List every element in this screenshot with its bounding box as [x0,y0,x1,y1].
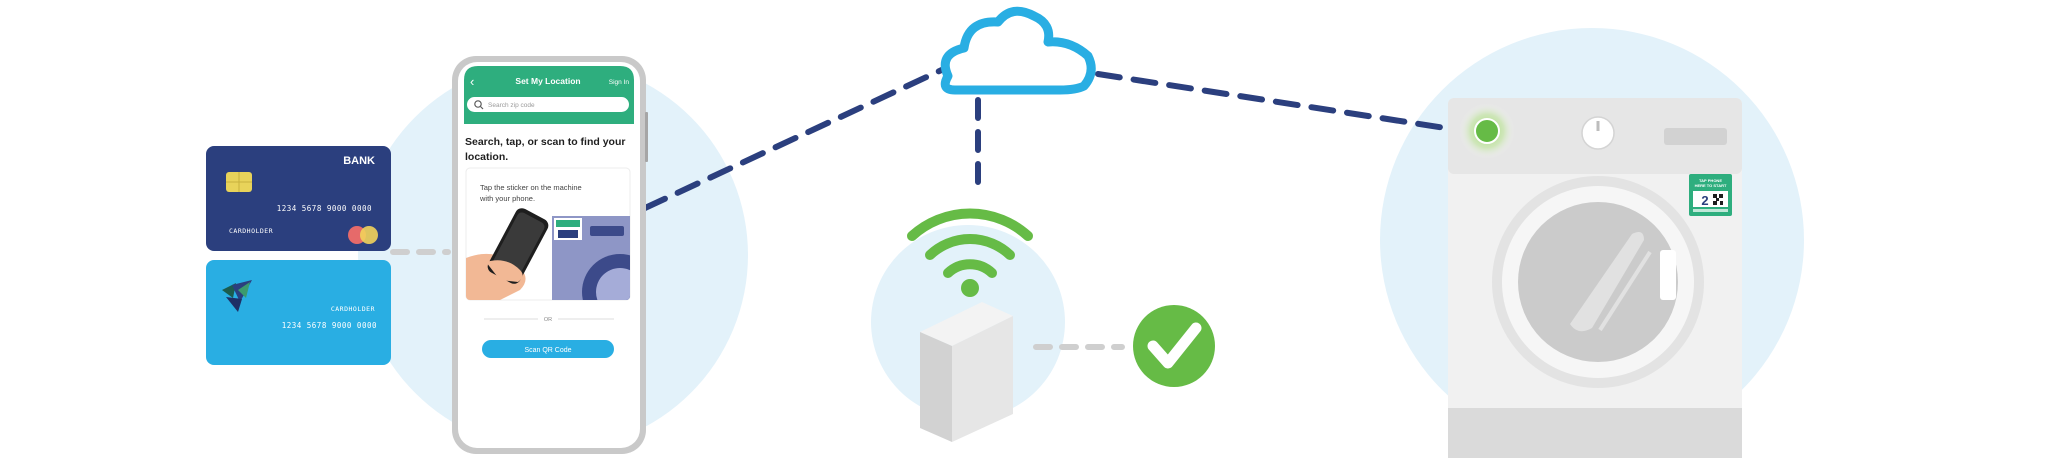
tap-illustration [466,208,630,300]
connection-lines [390,64,1461,350]
search-icon [474,100,484,110]
tap-instructions-line2: with your phone. [479,194,535,203]
second-card-number: 1234 5678 9000 0000 [282,321,377,330]
back-chevron-icon[interactable]: ‹ [470,74,474,89]
or-label: OR [544,317,552,323]
second-card: CARDHOLDER 1234 5678 9000 0000 [206,260,391,365]
second-card-holder: CARDHOLDER [331,305,375,313]
phone-to-cloud-dashed-line [642,64,951,211]
zip-search-placeholder: Search zip code [488,102,535,109]
sticker-line1: TAP PHONE [1699,178,1722,183]
washer-dial-knob [1581,116,1615,150]
zip-search-input[interactable] [467,97,629,112]
sticker-number: 2 [1701,193,1708,208]
washer-door-glass [1518,202,1678,362]
wifi-dot-icon [961,279,979,297]
tap-to-start-sticker: TAP PHONE HERE TO START 2 [1689,174,1732,216]
bank-card-number: 1234 5678 9000 0000 [277,204,372,213]
sign-in-link[interactable]: Sign In [609,79,630,86]
washer-door-handle [1660,250,1676,300]
phone-headline-line2: location. [465,151,508,163]
card-brand-logo-icon [222,280,252,312]
bank-card-bank-label: BANK [343,155,375,167]
phone-header-title: Set My Location [515,76,580,86]
bank-card: BANK 1234 5678 9000 0000 CARDHOLDER [206,146,391,251]
washer-led-indicator [1474,118,1500,144]
sticker-qr-code-icon [1713,194,1723,205]
smartphone: ‹ Set My Location Sign In Search zip cod… [452,56,648,454]
wifi-icon [907,208,1033,278]
cloud-icon [940,6,1096,95]
success-check-icon [1133,305,1215,387]
phone-side-button [645,112,648,162]
cloud-to-washer-dashed-line [1095,71,1461,133]
sticker-line2: HERE TO START [1695,183,1727,188]
scan-qr-button-label: Scan QR Code [524,347,571,354]
router-device [920,302,1013,442]
tap-instructions-line1: Tap the sticker on the machine [480,183,582,192]
bank-card-holder: CARDHOLDER [229,227,273,235]
washing-machine: TAP PHONE HERE TO START 2 [1448,98,1742,458]
phone-headline-line1: Search, tap, or scan to find your [465,136,625,148]
washer-display [1664,128,1727,145]
scan-qr-button[interactable] [482,340,614,358]
card-network-logo-icon [348,226,378,244]
